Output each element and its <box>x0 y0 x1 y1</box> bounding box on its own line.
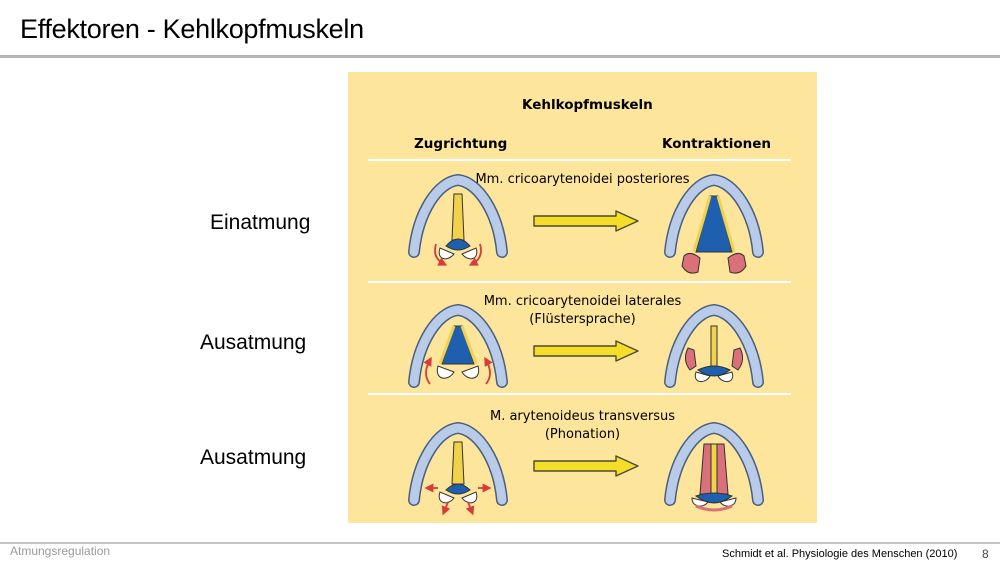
diagram-transverse-pull <box>414 428 502 516</box>
row-label-einatmung: Einatmung <box>210 211 311 234</box>
column-header-contractions: Kontraktionen <box>662 136 772 152</box>
source-citation: Schmidt et al. Physiologie des Menschen … <box>722 548 958 560</box>
muscle-name-line: M. arytenoideus transversus <box>489 409 676 424</box>
arrow-transverse <box>533 455 639 477</box>
diagram-posterior-pull <box>414 180 502 266</box>
diagram-posterior-contracted <box>670 180 758 274</box>
diagram-transverse-contracted <box>670 428 758 512</box>
row-label-ausatmung-1: Ausatmung <box>200 331 307 354</box>
muscle-name-note: (Flüstersprache) <box>529 312 636 327</box>
muscle-name-line: Mm. cricoarytenoidei posteriores <box>475 172 690 187</box>
muscle-name-posterior: Mm. cricoarytenoidei posteriores <box>348 171 817 189</box>
muscle-name-lateral: Mm. cricoarytenoidei laterales (Flüsters… <box>348 293 817 329</box>
footer-divider <box>0 542 1000 544</box>
row-label-ausatmung-2: Ausatmung <box>200 446 307 469</box>
row-separator <box>368 159 791 161</box>
footer-topic: Atmungsregulation <box>10 544 111 558</box>
arrow-posterior <box>533 210 639 232</box>
larynx-diagrams <box>348 72 817 516</box>
page-number: 8 <box>982 547 989 561</box>
muscle-name-note: (Phonation) <box>544 427 621 442</box>
row-separator <box>368 281 791 283</box>
figure-title: Kehlkopfmuskeln <box>522 97 653 113</box>
muscle-name-line: Mm. cricoarytenoidei laterales <box>483 294 682 309</box>
larynx-muscle-figure: Kehlkopfmuskeln Zugrichtung Kontraktione… <box>348 72 817 523</box>
arrow-lateral <box>533 340 639 362</box>
diagram-lateral-contracted <box>670 310 758 382</box>
column-header-pull-direction: Zugrichtung <box>414 136 508 152</box>
diagram-lateral-pull <box>414 310 502 384</box>
muscle-name-transverse: M. arytenoideus transversus (Phonation) <box>348 408 817 444</box>
row-separator <box>368 393 791 395</box>
slide-title: Effektoren - Kehlkopfmuskeln <box>20 14 364 44</box>
title-divider <box>0 55 1000 58</box>
